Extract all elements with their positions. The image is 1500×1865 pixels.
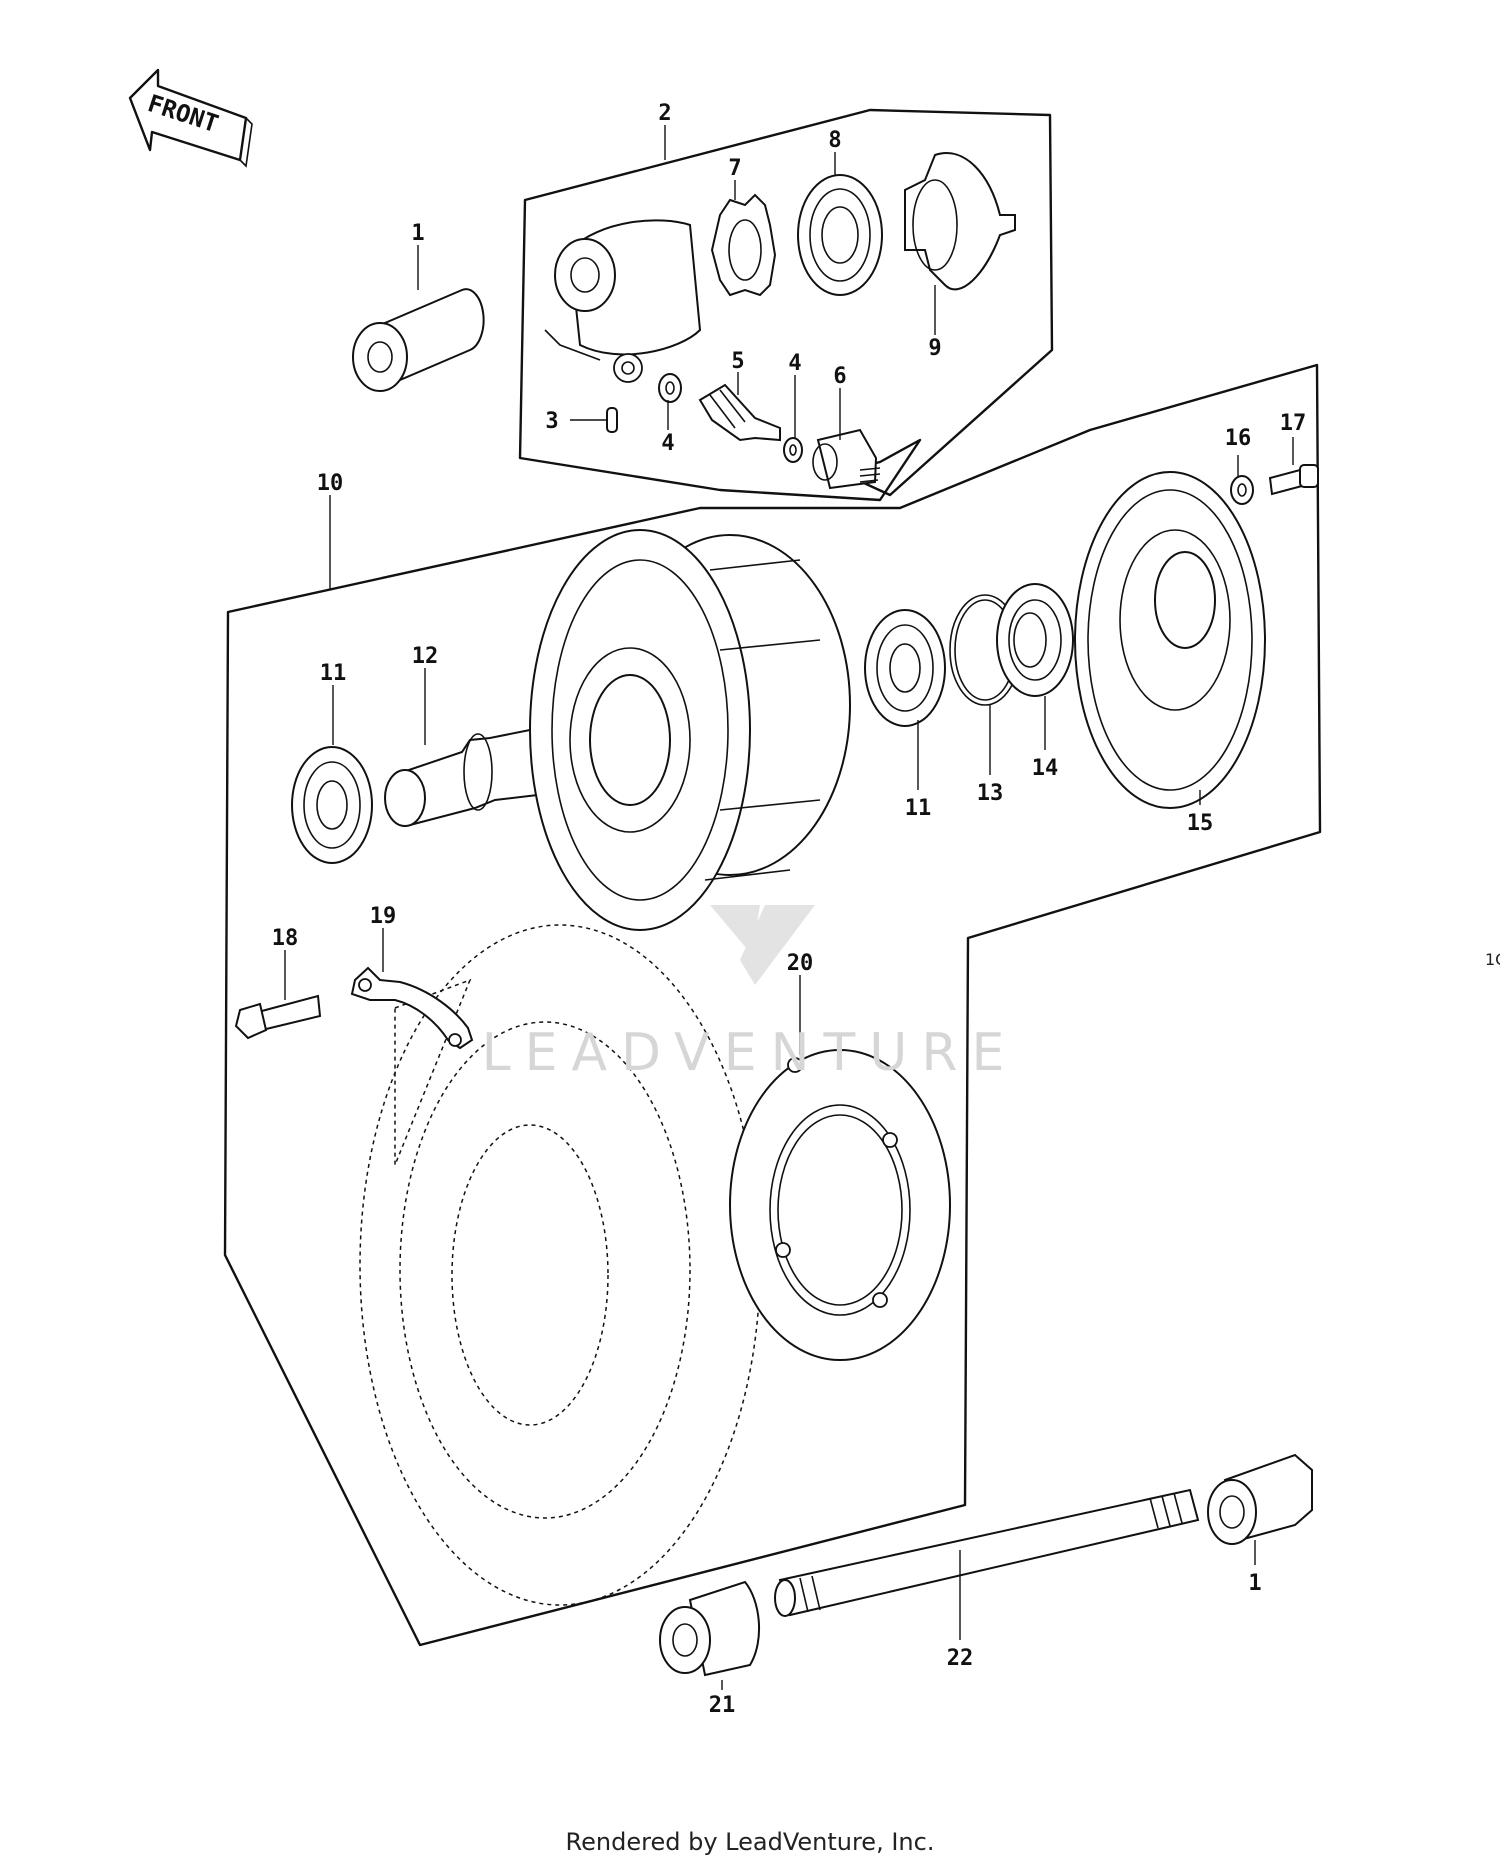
part-4-washer-left bbox=[658, 373, 682, 403]
part-9-retainer bbox=[904, 152, 1016, 291]
part-3-pin bbox=[606, 407, 618, 433]
callout-8: 8 bbox=[828, 128, 841, 153]
callout-1-top: 1 bbox=[411, 221, 424, 246]
part-22-axle bbox=[774, 1488, 1200, 1617]
part-20-disc-flange bbox=[729, 1049, 951, 1361]
callout-11-left: 11 bbox=[320, 661, 347, 686]
callout-15: 15 bbox=[1187, 811, 1214, 836]
callout-11-right: 11 bbox=[905, 796, 932, 821]
part-17-bolt bbox=[1268, 464, 1319, 496]
part-11-bearing-left bbox=[291, 746, 373, 864]
part-1-sleeve-bottom bbox=[1207, 1453, 1313, 1545]
watermark-logo-icon bbox=[710, 905, 815, 985]
callout-1-bottom: 1 bbox=[1248, 1571, 1261, 1596]
group-10-outline bbox=[223, 363, 1322, 1647]
wheel-hub bbox=[529, 529, 851, 931]
callout-2: 2 bbox=[658, 101, 671, 126]
callout-17: 17 bbox=[1280, 411, 1307, 436]
part-16-washer bbox=[1230, 475, 1254, 505]
edge-mark: 1C bbox=[1485, 950, 1500, 969]
callout-18: 18 bbox=[272, 926, 299, 951]
part-2-gear-housing bbox=[544, 219, 702, 383]
part-7-drive-gear bbox=[710, 193, 777, 297]
part-18-bolt bbox=[234, 994, 322, 1040]
callout-6: 6 bbox=[833, 364, 846, 389]
callout-labels: 1 2 3 4 4 5 6 7 8 9 10 11 11 12 13 14 15… bbox=[272, 101, 1307, 1718]
watermark-text: LEADVENTURE bbox=[482, 1023, 1019, 1083]
callout-22: 22 bbox=[947, 1646, 974, 1671]
callout-14: 14 bbox=[1032, 756, 1059, 781]
part-8-bearing bbox=[797, 174, 883, 296]
footer-credit: Rendered by LeadVenture, Inc. bbox=[566, 1828, 935, 1856]
callout-12: 12 bbox=[412, 644, 439, 669]
leader-lines bbox=[284, 125, 1294, 1690]
callout-7: 7 bbox=[728, 156, 741, 181]
part-4-washer-right bbox=[783, 437, 803, 463]
front-label: FRONT bbox=[144, 89, 221, 138]
part-15-hub-cover bbox=[1074, 471, 1266, 809]
part-11-bearing-right bbox=[864, 609, 946, 727]
part-5-pinion-shaft bbox=[698, 383, 781, 442]
callout-4-right: 4 bbox=[788, 351, 801, 376]
callout-16: 16 bbox=[1225, 426, 1252, 451]
front-arrow-icon: FRONT bbox=[128, 68, 253, 168]
part-21-collar bbox=[659, 1580, 761, 1677]
callout-21: 21 bbox=[709, 1693, 736, 1718]
callout-9: 9 bbox=[928, 336, 941, 361]
part-14-oil-seal bbox=[996, 583, 1074, 697]
callout-5: 5 bbox=[731, 349, 744, 374]
callout-10: 10 bbox=[317, 471, 344, 496]
watermark: LEADVENTURE bbox=[482, 905, 1019, 1083]
callout-19: 19 bbox=[370, 904, 397, 929]
callout-4-left: 4 bbox=[661, 431, 674, 456]
callout-20: 20 bbox=[787, 951, 814, 976]
part-19-lock-plate bbox=[350, 966, 474, 1050]
part-1-sleeve-top bbox=[352, 288, 485, 392]
part-6-bushing bbox=[812, 428, 881, 490]
callout-3: 3 bbox=[545, 409, 558, 434]
callout-13: 13 bbox=[977, 781, 1004, 806]
